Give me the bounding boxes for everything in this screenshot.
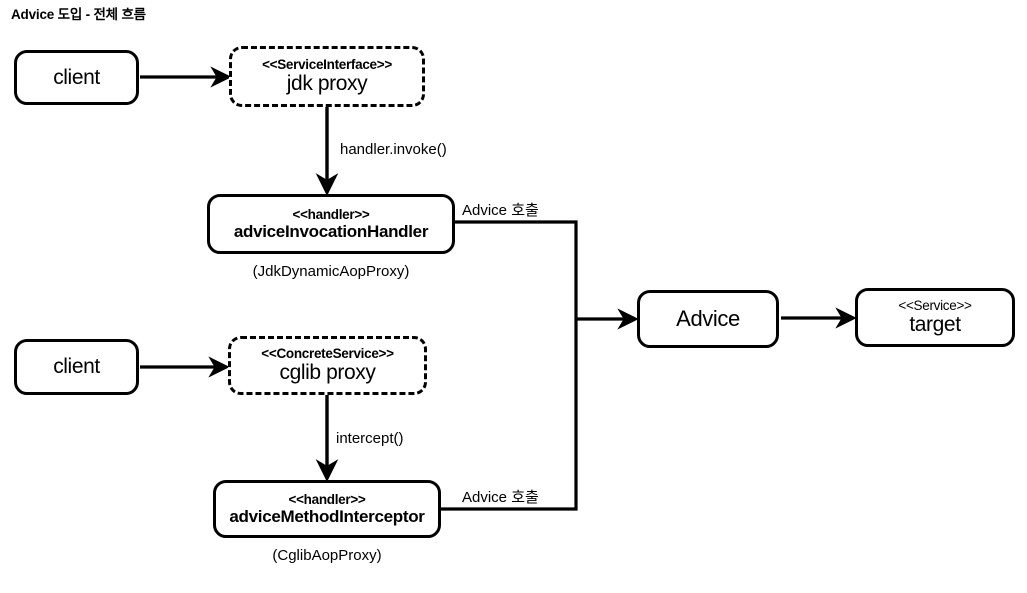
node-stereotype: <<ServiceInterface>> (262, 57, 392, 73)
node-label: cglib proxy (279, 361, 376, 385)
edge-interceptor-to-advice-bottom (441, 319, 578, 511)
node-stereotype: <<ConcreteService>> (261, 346, 394, 362)
node-target[interactable]: <<Service>> target (855, 288, 1015, 347)
node-client-bottom[interactable]: client (14, 339, 139, 395)
node-label: client (53, 65, 100, 89)
edge-label-advice-call-bottom: Advice 호출 (462, 489, 539, 506)
node-jdk-proxy[interactable]: <<ServiceInterface>> jdk proxy (229, 46, 425, 107)
node-label: adviceMethodInterceptor (229, 507, 425, 527)
node-label: target (909, 313, 961, 337)
node-label: Advice (676, 305, 740, 331)
edge-label-advice-call-top: Advice 호출 (462, 202, 539, 219)
node-advice-method-interceptor[interactable]: <<handler>> adviceMethodInterceptor (213, 480, 441, 538)
caption-jdk-dynamic-aop-proxy: (JdkDynamicAopProxy) (252, 263, 410, 280)
edge-label-intercept: intercept() (336, 430, 404, 447)
page-title: Advice 도입 - 전체 흐름 (11, 7, 146, 22)
caption-cglib-aop-proxy: (CglibAopProxy) (272, 547, 382, 564)
node-label: client (53, 355, 100, 379)
node-client-top[interactable]: client (14, 50, 139, 105)
node-label: jdk proxy (286, 72, 368, 96)
node-cglib-proxy[interactable]: <<ConcreteService>> cglib proxy (228, 336, 427, 395)
node-advice-invocation-handler[interactable]: <<handler>> adviceInvocationHandler (207, 194, 455, 254)
node-stereotype: <<Service>> (898, 298, 972, 314)
edge-handler-to-advice-top (455, 220, 578, 319)
node-label: adviceInvocationHandler (233, 222, 429, 242)
node-stereotype: <<handler>> (288, 491, 366, 507)
edge-label-handler-invoke: handler.invoke() (340, 141, 447, 158)
node-advice[interactable]: Advice (637, 290, 779, 348)
node-stereotype: <<handler>> (292, 206, 370, 222)
